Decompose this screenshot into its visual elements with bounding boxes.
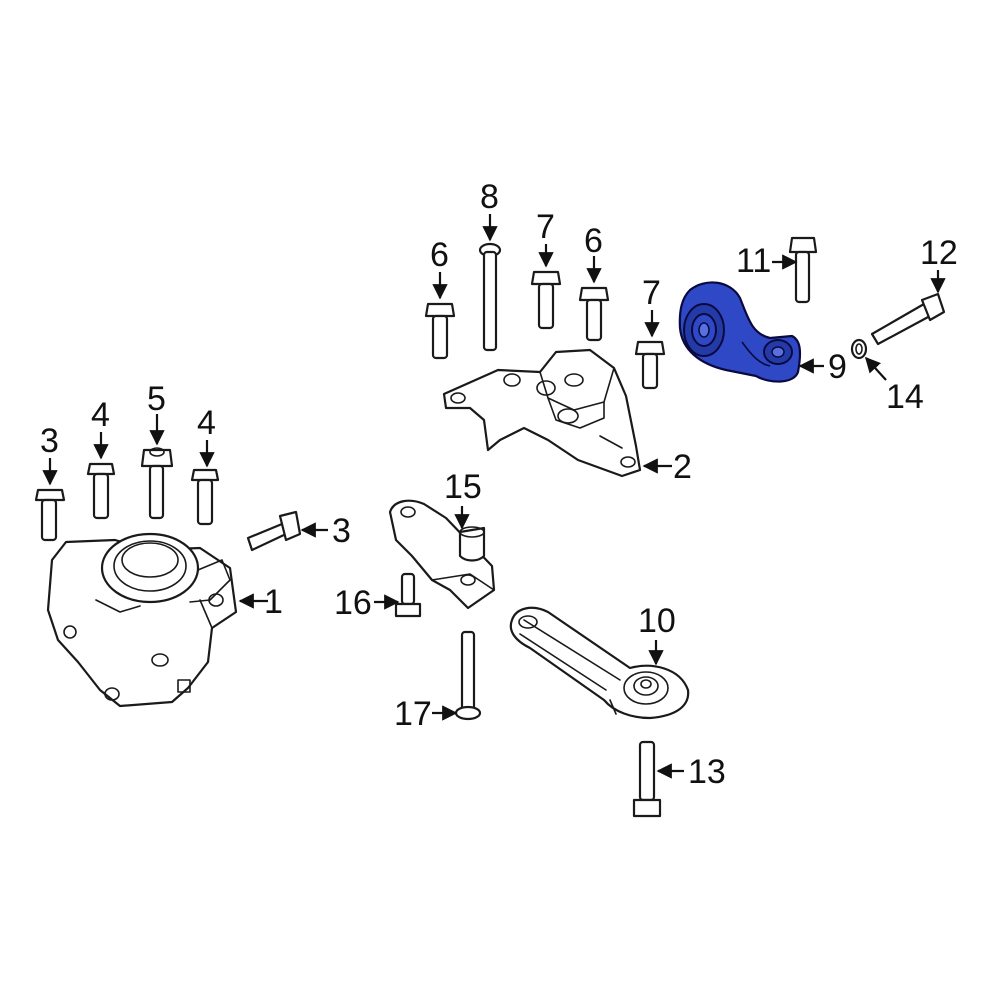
bolt-part-3-left[interactable] [34,488,66,542]
bracket-part-2[interactable] [442,348,642,478]
callout-labels: 1 2 3 3 4 4 5 6 6 7 7 8 9 10 11 12 13 14… [40,178,958,791]
callout-4-right: 4 [197,404,216,442]
callout-7-left: 7 [536,208,555,246]
callout-13: 13 [688,753,726,791]
callout-leaders [42,214,946,779]
callout-4-left: 4 [91,396,110,434]
callout-7-right: 7 [642,274,661,312]
bolt-part-11[interactable] [788,236,818,304]
callout-17: 17 [394,695,432,733]
washer-part-14[interactable] [850,338,868,360]
callout-1: 1 [264,583,283,621]
bolt-part-12[interactable] [870,292,946,346]
bolt-part-16[interactable] [394,572,422,618]
callout-10: 10 [638,602,676,640]
bolt-part-6-right[interactable] [578,286,610,342]
callout-9: 9 [828,348,847,386]
callout-14: 14 [886,378,924,416]
stud-part-13[interactable] [632,740,662,818]
torque-rod-part-10[interactable] [509,606,690,720]
callout-11: 11 [736,242,771,280]
bolt-part-3-horizontal[interactable] [246,510,302,552]
bolt-part-7-left[interactable] [530,270,562,330]
bolt-part-7-right[interactable] [634,340,666,390]
bracket-part-15[interactable] [388,499,496,610]
callout-16: 16 [334,584,372,622]
callout-2: 2 [673,448,692,486]
callout-5: 5 [147,380,166,418]
bolt-part-4-left[interactable] [86,462,116,520]
engine-mount-part-1[interactable] [46,532,238,708]
long-bolt-part-8[interactable] [478,242,502,352]
callout-8: 8 [480,178,499,216]
stud-nut-part-5[interactable] [140,447,174,520]
callout-12: 12 [920,234,958,272]
bolt-part-6-left[interactable] [424,302,456,360]
callout-3-right: 3 [332,512,351,550]
callout-6-right: 6 [584,222,603,260]
mount-part-9-highlighted[interactable] [678,281,802,383]
callout-6-left: 6 [430,236,449,274]
long-bolt-part-17[interactable] [454,630,482,721]
bolt-part-4-right[interactable] [190,468,220,526]
callout-15: 15 [444,468,482,506]
callout-3-left: 3 [40,422,59,460]
